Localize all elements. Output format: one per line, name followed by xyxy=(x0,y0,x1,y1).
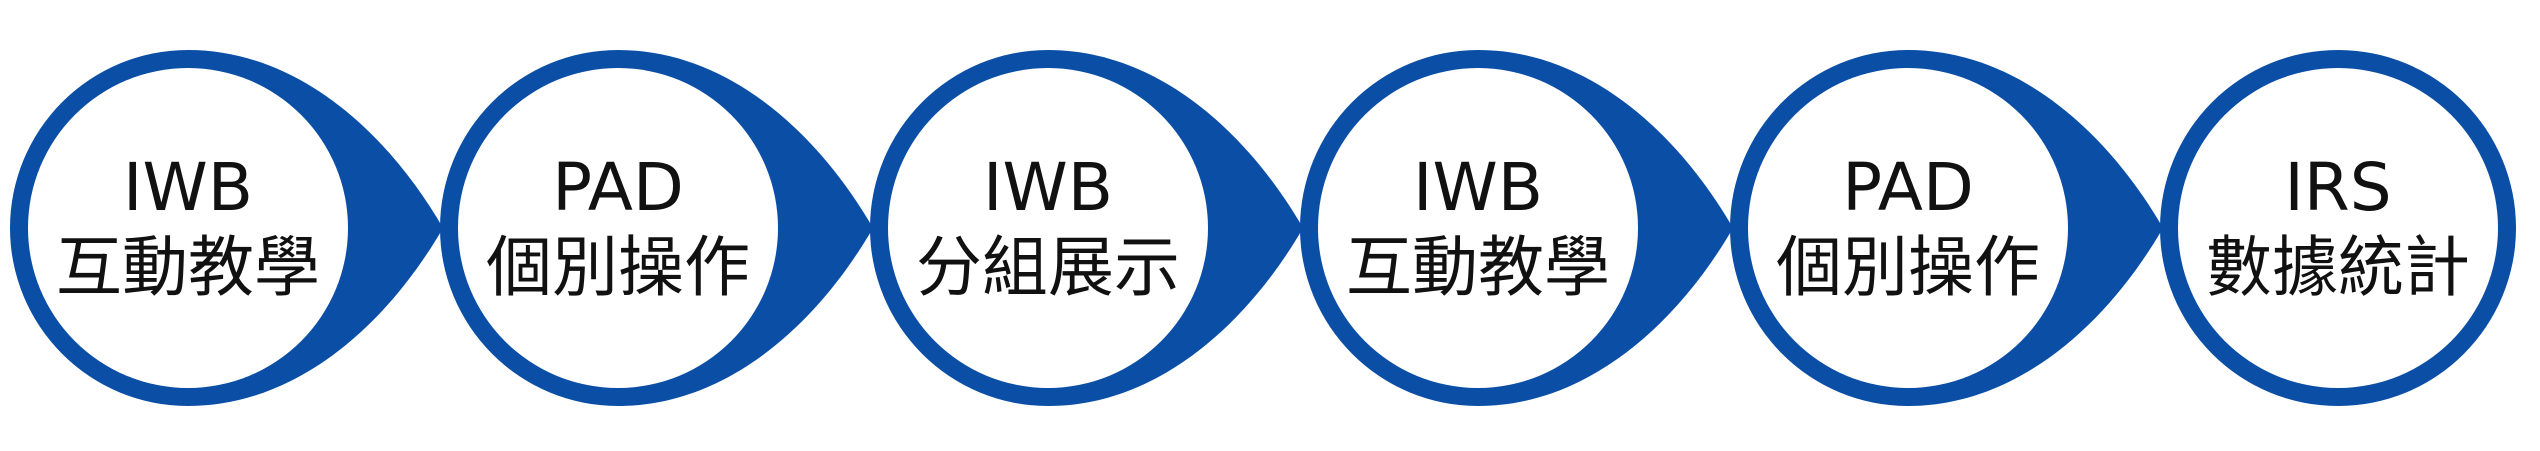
step-circle xyxy=(1748,68,2068,388)
step-title: IWB xyxy=(1413,149,1543,226)
step-subtitle: 個別操作 xyxy=(1776,229,2040,306)
step-circle xyxy=(888,68,1208,388)
step-title: IRS xyxy=(2284,149,2391,226)
step-title: PAD xyxy=(552,149,684,226)
step-title: IWB xyxy=(983,149,1113,226)
step-title: IWB xyxy=(123,149,253,226)
step-circle xyxy=(28,68,348,388)
step-subtitle: 數據統計 xyxy=(2206,229,2470,306)
step-subtitle: 分組展示 xyxy=(916,229,1180,306)
step-title: PAD xyxy=(1842,149,1974,226)
step-subtitle: 互動教學 xyxy=(56,229,320,306)
step-subtitle: 個別操作 xyxy=(486,229,750,306)
step-circle xyxy=(458,68,778,388)
step-subtitle: 互動教學 xyxy=(1346,229,1610,306)
step-circle xyxy=(1318,68,1638,388)
step-circle xyxy=(2178,68,2498,388)
